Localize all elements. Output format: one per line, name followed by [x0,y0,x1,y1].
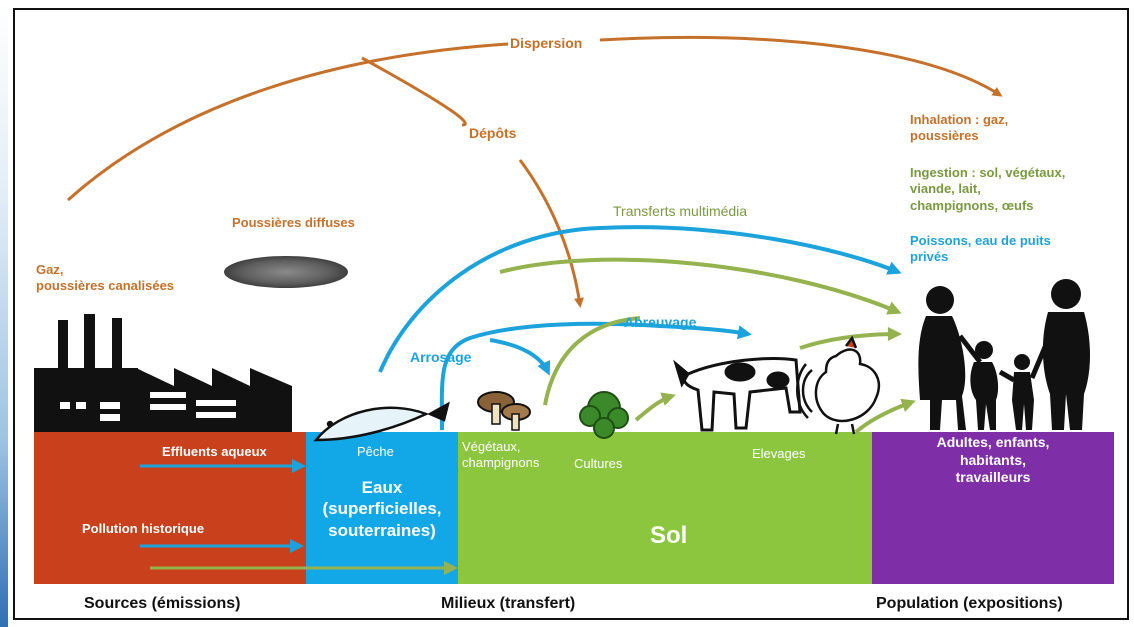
page-edge-strip [0,0,8,627]
sol-label: Sol [650,522,688,549]
dust-cloud-icon [224,256,348,288]
eaux-label-line: (superficielles, [322,499,442,519]
depots-label: Dépôts [469,125,517,141]
gaz-label-line: Gaz, [36,262,64,277]
population-bar [872,432,1114,584]
sources-bar [34,432,306,584]
green-arrow-elevage [799,327,902,350]
arrosage-label: Arrosage [410,349,472,365]
arrosage-arrow [439,321,752,431]
eaux-label: Eaux (superficielles, souterraines) [310,477,454,541]
green-arrow-cultures [543,316,641,406]
population-box-line: Adultes, enfants, [936,434,1050,450]
fish-icon [313,401,450,442]
ingestion-label-line: viande, lait, [910,181,981,197]
sol-bar [458,432,872,584]
arrosage-branch [489,338,551,376]
depots-arrow-lower [518,159,584,308]
mushroom-icon [477,391,531,431]
transferts-blue-arrow [378,225,902,373]
footer-sources: Sources (émissions) [84,595,241,612]
eaux-label-line: souterraines) [328,520,436,540]
rooster-icon [796,335,881,435]
ingestion-label-line: Ingestion : sol, végétaux, [910,165,1066,180]
peche-label: Pêche [357,444,394,459]
cow-icon [673,357,802,432]
transferts-label: Transferts multimédia [613,203,748,219]
ingestion-label: Ingestion : sol, végétaux, viande, lait,… [910,165,1065,214]
ingestion-label-line: champignons, œufs [910,197,1034,213]
cultures-label: Cultures [574,456,623,471]
abreuvage-label: Abreuvage [624,314,697,330]
eaux-label-line: Eaux [361,478,403,497]
family-icon [918,279,1090,430]
gaz-label-line: poussières canalisées [36,278,175,294]
vegetaux-label: Végétaux, champignons [462,439,539,472]
green-arrow-volaille [854,398,916,434]
transferts-green-arrow [499,257,902,315]
dispersion-label: Dispersion [510,35,583,51]
dispersion-arrow [67,42,509,202]
eaux-bar [306,432,458,584]
effluents-label: Effluents aqueux [162,444,267,459]
vegetaux-label-line: Végétaux, [462,439,521,454]
inhalation-label-line: Inhalation : gaz, [910,112,1009,127]
pollution-label: Pollution historique [82,521,205,536]
gaz-label: Gaz, poussières canalisées [36,262,174,295]
population-box-line: travailleurs [955,469,1031,485]
green-arrow-animals [634,392,676,422]
population-box-line: habitants, [959,451,1027,468]
poissons-label-line: privés [910,249,949,265]
footer-milieux: Milieux (transfert) [441,595,576,612]
population-box-label: Adultes, enfants, habitants, travailleur… [880,434,1106,487]
vegetaux-label-line: champignons [462,455,540,471]
inhalation-label: Inhalation : gaz, poussières [910,112,1008,145]
footer-population: Population (expositions) [876,595,1063,612]
elevages-label: Elevages [752,446,806,461]
factory-icon [34,314,292,432]
poissons-label: Poissons, eau de puits privés [910,233,1051,266]
factory-windows [60,392,236,421]
poissons-label-line: Poissons, eau de puits [910,233,1051,248]
dispersion-arrow-right [599,36,1003,97]
inhalation-label-line: poussières [910,128,979,144]
poussieres-diffuses-label: Poussières diffuses [232,215,355,230]
depots-arrow [361,56,467,127]
lettuce-icon [579,391,629,439]
